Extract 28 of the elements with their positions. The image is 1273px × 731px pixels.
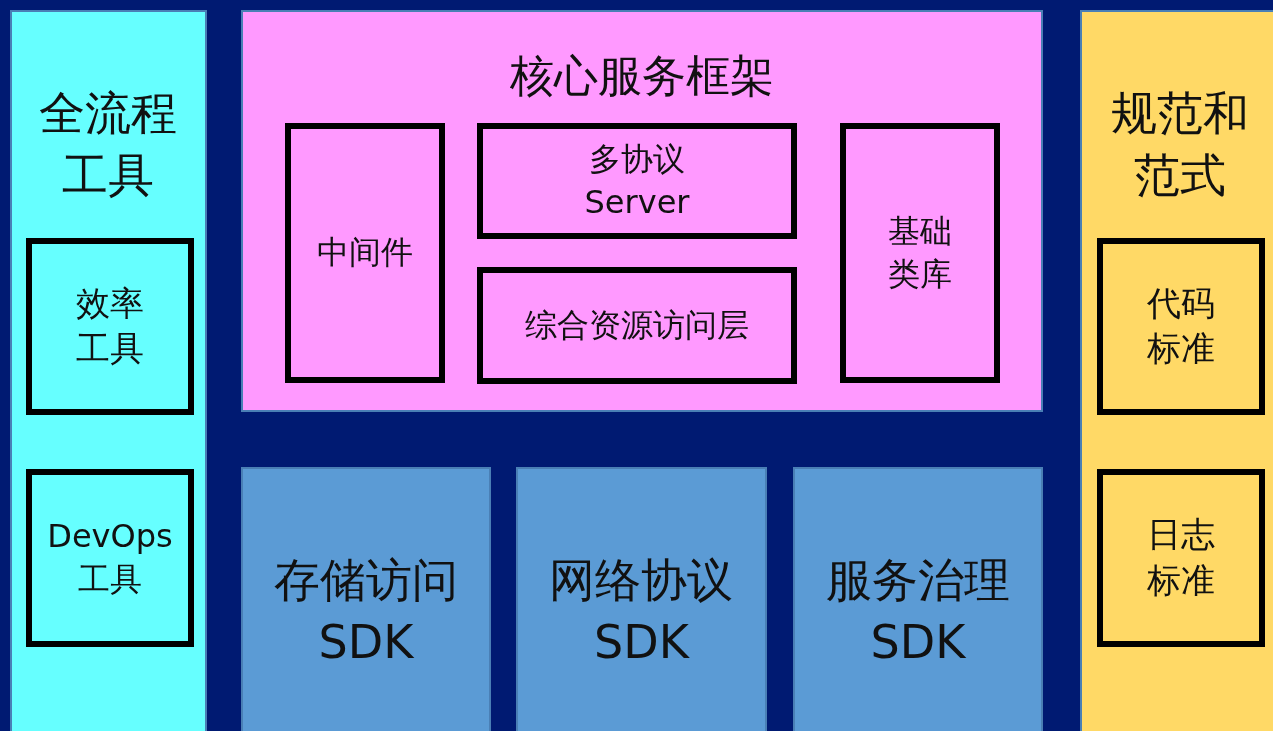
box-label: 综合资源访问层	[524, 304, 750, 346]
panel-heading: 存储访问 SDK	[273, 552, 459, 672]
component-box	[1097, 238, 1265, 415]
component-box	[840, 123, 1000, 383]
box-label: 多协议 Server	[583, 138, 691, 223]
component-box	[285, 123, 445, 383]
panel-heading: 核心服务框架	[509, 49, 775, 103]
component-box	[477, 123, 797, 239]
box-label: 日志标准	[1146, 513, 1216, 602]
component-box	[477, 267, 797, 384]
panel-heading: 规范和范式	[1110, 85, 1250, 205]
component-box	[26, 238, 194, 415]
box-label: 效率工具	[75, 281, 145, 371]
sdk-box	[241, 467, 491, 731]
box-label: 基础类库	[887, 210, 953, 295]
panel-heading: 服务治理 SDK	[825, 552, 1011, 672]
sdk-box	[516, 467, 767, 731]
panel-heading: 全流程工具	[38, 85, 179, 205]
component-box	[26, 469, 194, 647]
box-label: 代码标准	[1146, 281, 1216, 371]
box-label: 中间件	[316, 232, 414, 274]
panel	[241, 10, 1043, 412]
box-label: DevOps 工具	[46, 515, 174, 600]
panel-heading: 网络协议 SDK	[548, 552, 735, 672]
sdk-box	[793, 467, 1043, 731]
panel	[1080, 10, 1273, 731]
component-box	[1097, 469, 1265, 647]
panel	[10, 10, 207, 731]
